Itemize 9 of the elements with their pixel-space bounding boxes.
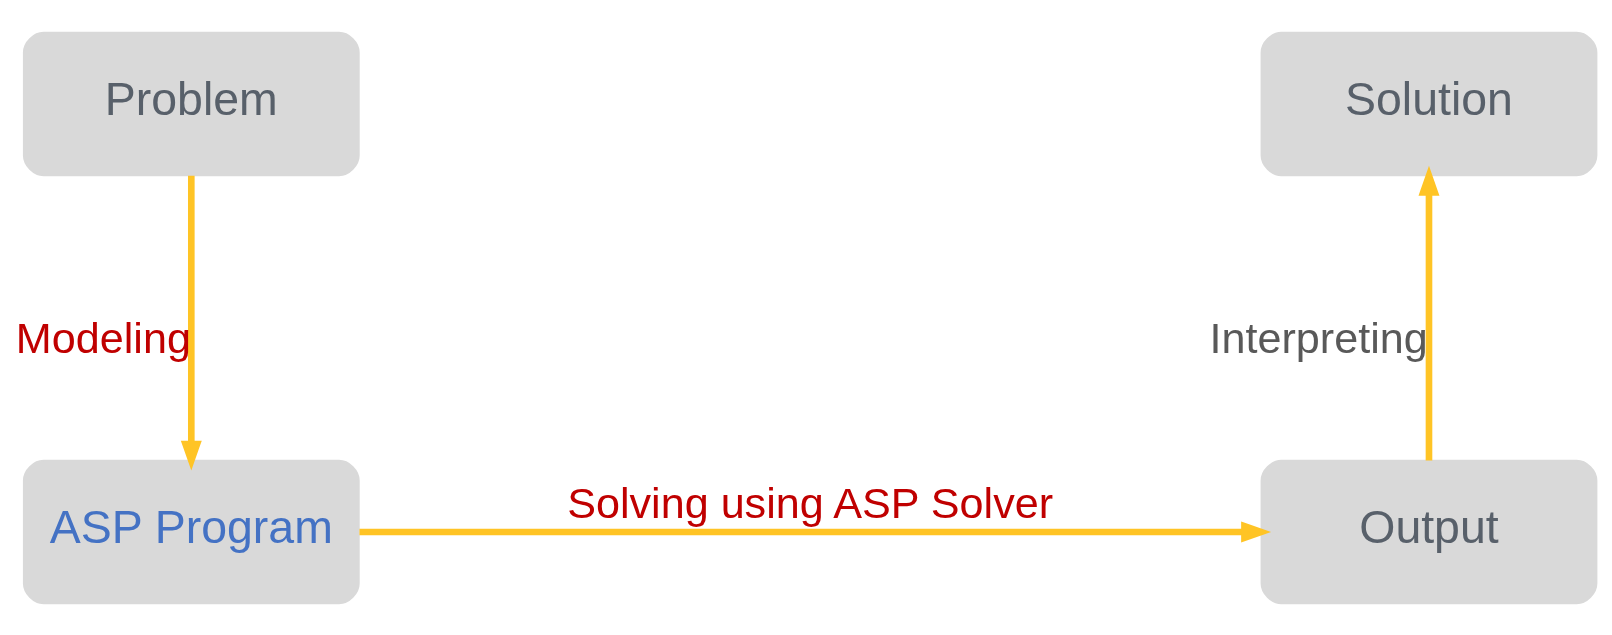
edge-label: Interpreting <box>1209 313 1428 362</box>
arrow <box>180 175 202 471</box>
edge-label: Solving using ASP Solver <box>567 478 1054 527</box>
arrow <box>1418 165 1440 461</box>
node-box: ASP Program <box>22 459 360 604</box>
node-box: Output <box>1260 459 1598 604</box>
arrow <box>359 521 1272 542</box>
node-box: Problem <box>22 31 360 176</box>
node-box: Solution <box>1260 31 1598 176</box>
